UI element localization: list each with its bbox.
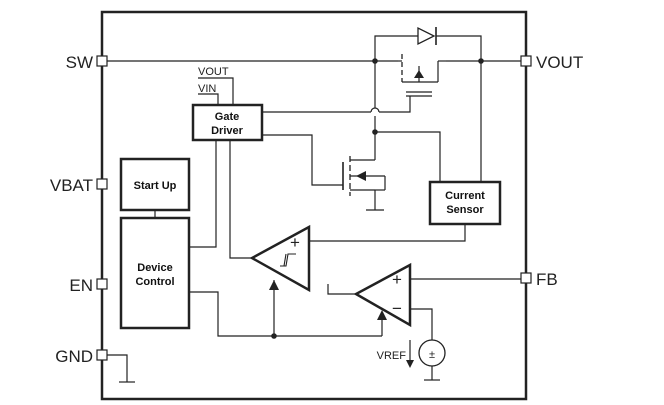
diode-icon <box>417 26 437 46</box>
error-amp-minus-sign: − <box>392 299 402 318</box>
error-amplifier-icon: + − <box>353 262 412 328</box>
gate-driver-label-line2: Driver <box>211 125 244 137</box>
device-control-label-line1: Device <box>137 262 172 274</box>
pin-fb <box>520 272 532 284</box>
pin-vout <box>520 55 532 67</box>
gate-driver-vin-label: VIN <box>198 83 216 95</box>
current-sensor-block: Current Sensor <box>428 180 502 226</box>
vref-source-sign: ± <box>429 349 435 361</box>
start-up-label: Start Up <box>134 180 177 192</box>
wires <box>107 35 521 383</box>
start-up-block: Start Up <box>119 157 191 212</box>
device-control-block: Device Control <box>119 216 191 330</box>
pin-vbat <box>96 178 108 190</box>
pin-gnd <box>96 349 108 361</box>
current-sensor-label-line2: Sensor <box>446 204 484 216</box>
pin-label-vout: VOUT <box>536 53 583 72</box>
pmos-transistor-icon <box>398 54 446 97</box>
ic-package-outline <box>100 10 528 401</box>
junction-dot <box>478 58 484 64</box>
pin-label-sw: SW <box>66 53 93 72</box>
nmos-transistor-icon <box>342 148 386 196</box>
pin-label-vbat: VBAT <box>50 176 93 195</box>
error-amp-plus-sign: + <box>392 270 402 289</box>
comparator-plus-sign: + <box>290 233 300 252</box>
junction-dot <box>271 333 277 339</box>
current-sensor-label-line1: Current <box>445 190 485 202</box>
vref-source-icon: ± <box>406 339 446 368</box>
gate-driver-vout-label: VOUT <box>198 66 229 78</box>
pin-label-en: EN <box>69 276 93 295</box>
junction-dot <box>372 129 378 135</box>
pin-en <box>96 278 108 290</box>
pin-label-gnd: GND <box>55 347 93 366</box>
vref-label: VREF <box>377 350 407 362</box>
device-control-label-line2: Control <box>135 276 174 288</box>
gate-driver-label-line1: Gate <box>215 111 239 123</box>
pin-label-fb: FB <box>536 270 558 289</box>
junction-dot <box>372 58 378 64</box>
gate-driver-block: Gate Driver <box>191 103 264 142</box>
pin-sw <box>96 55 108 67</box>
comparator-icon: + <box>249 224 311 293</box>
